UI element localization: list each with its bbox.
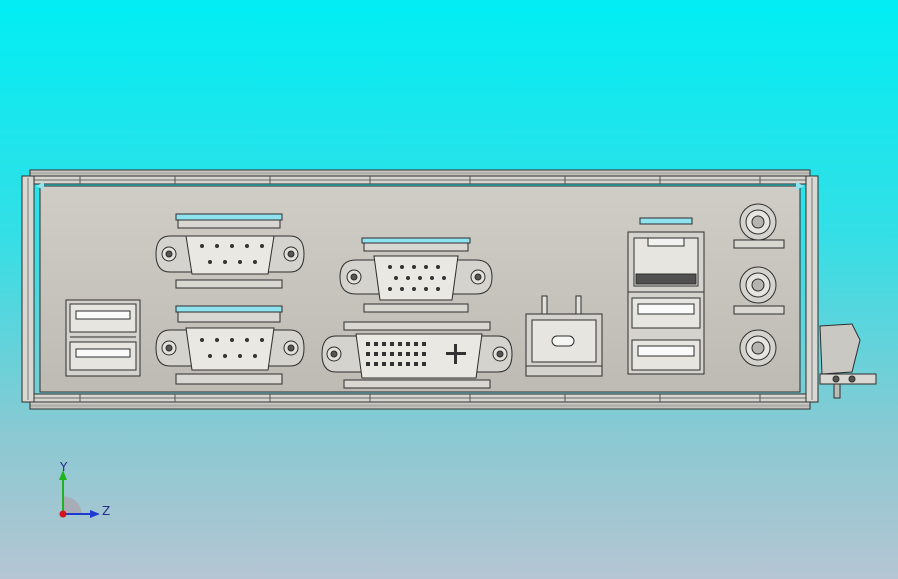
power-jack[interactable] <box>525 295 603 377</box>
y-axis-arrow <box>59 470 67 480</box>
audio-jack-stack[interactable] <box>733 203 785 367</box>
z-axis-label: Z <box>102 504 110 518</box>
serial-db9-port-top[interactable] <box>155 213 305 289</box>
serial-db9-port-bottom[interactable] <box>155 305 305 385</box>
dvi-port[interactable] <box>321 321 513 389</box>
origin-marker <box>59 510 67 518</box>
z-axis-arrow <box>90 510 100 518</box>
axis-triad: Y Z <box>59 460 110 518</box>
dual-usb-port-stack[interactable] <box>65 299 141 377</box>
side-bracket <box>819 323 877 399</box>
triad-quadrant <box>63 496 82 514</box>
vga-port[interactable] <box>339 237 493 313</box>
y-axis-label: Y <box>59 460 68 474</box>
rj45-usb-combo-port[interactable] <box>627 217 705 375</box>
